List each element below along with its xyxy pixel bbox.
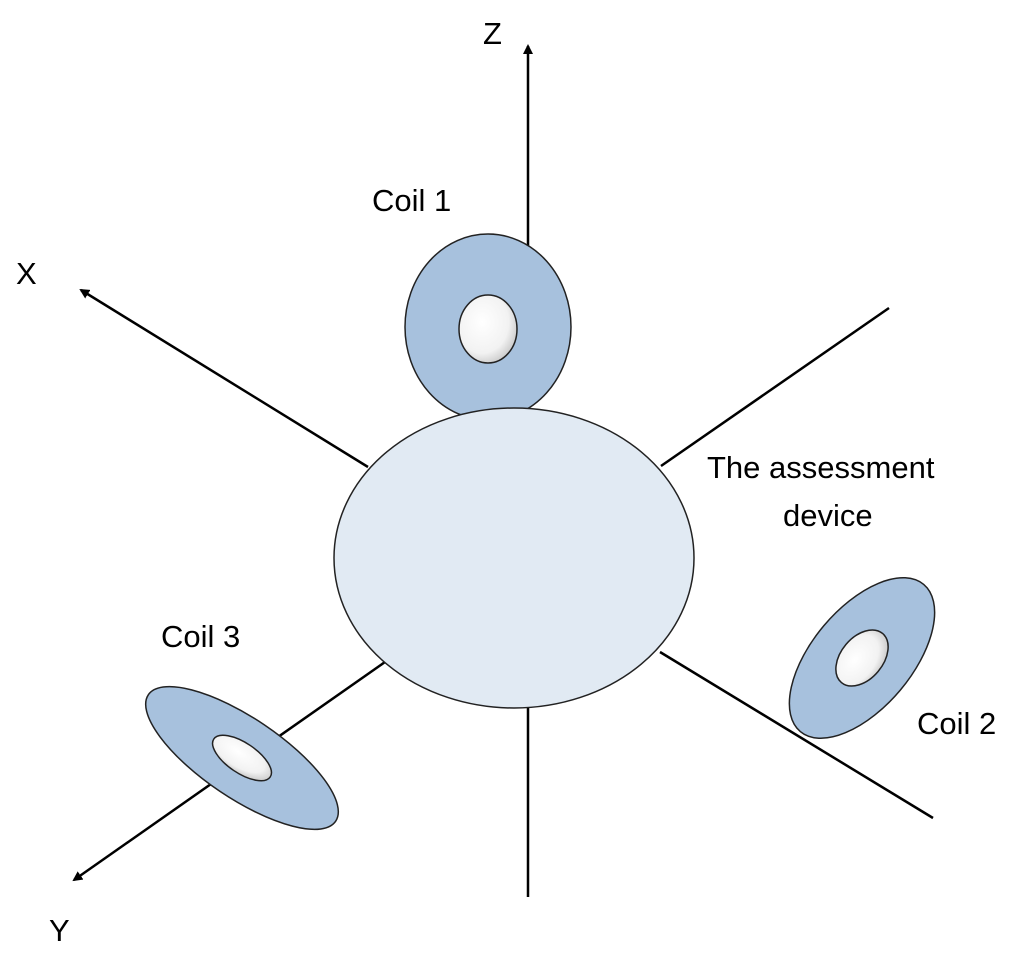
x-axis [79, 288, 369, 469]
x-axis-label: X [16, 256, 37, 291]
assessment-device [333, 407, 695, 709]
coil-3-hole [211, 734, 273, 782]
device-label-line-2: device [783, 498, 873, 533]
axis-extension-lower-right [659, 650, 934, 820]
coil-2 [788, 576, 936, 740]
coil-1-label: Coil 1 [372, 183, 451, 218]
axes-group [72, 44, 934, 897]
coil-2-hole [835, 629, 889, 687]
coil-2-label: Coil 2 [917, 706, 996, 741]
coil-3 [144, 685, 340, 831]
device-label-line-1: The assessment [707, 450, 935, 485]
coil-1-hole [458, 294, 518, 364]
y-axis-label: Y [49, 913, 70, 948]
axis-extension-upper-right [660, 306, 890, 468]
coil-3-label: Coil 3 [161, 619, 240, 654]
z-axis-label: Z [483, 16, 502, 51]
coil-1 [404, 233, 572, 421]
